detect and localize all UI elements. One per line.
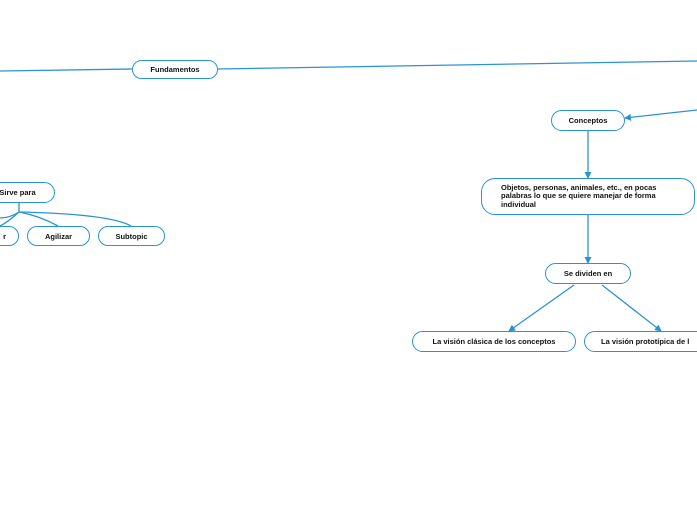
node-vision-prototipica[interactable]: La visión prototípica de l — [584, 331, 697, 352]
node-vision-clasica[interactable]: La visión clásica de los conceptos — [412, 331, 576, 352]
node-sirve-para-label: Sirve para — [0, 188, 36, 197]
node-sirve-para[interactable]: Sirve para — [0, 182, 55, 203]
node-agilizar[interactable]: Agilizar — [27, 226, 90, 246]
connector-sirve-to-agilizar — [18, 211, 59, 227]
node-vision-prototipica-label: La visión prototípica de l — [601, 337, 690, 346]
connector-sedividen-to-clasica — [508, 284, 575, 332]
connector-right-to-conceptos — [624, 109, 697, 121]
node-subtopic-label: Subtopic — [115, 231, 148, 241]
connector-left-to-fundamentos — [0, 68, 133, 72]
connector-sirve-to-left-cut-2 — [0, 211, 20, 227]
connector-fundamentos-to-right — [217, 60, 697, 70]
node-se-dividen-en-label: Se dividen en — [563, 269, 613, 278]
node-objetos[interactable]: Objetos, personas, animales, etc., en po… — [481, 178, 695, 215]
node-se-dividen-en[interactable]: Se dividen en — [545, 263, 631, 284]
node-truncated-left[interactable]: r — [0, 226, 19, 246]
node-fundamentos-label: Fundamentos — [150, 65, 200, 74]
node-truncated-left-label: r — [3, 231, 6, 241]
node-vision-clasica-label: La visión clásica de los conceptos — [432, 337, 556, 346]
connector-sirve-to-left-cut — [0, 203, 20, 219]
node-agilizar-label: Agilizar — [44, 231, 73, 241]
node-fundamentos[interactable]: Fundamentos — [132, 60, 218, 79]
connector-sedividen-to-prototipica — [601, 284, 662, 332]
node-objetos-label: Objetos, personas, animales, etc., en po… — [501, 182, 657, 209]
connector-sirve-to-subtopic — [18, 211, 132, 227]
node-conceptos[interactable]: Conceptos — [551, 110, 625, 131]
node-conceptos-label: Conceptos — [568, 116, 608, 125]
node-subtopic[interactable]: Subtopic — [98, 226, 165, 246]
